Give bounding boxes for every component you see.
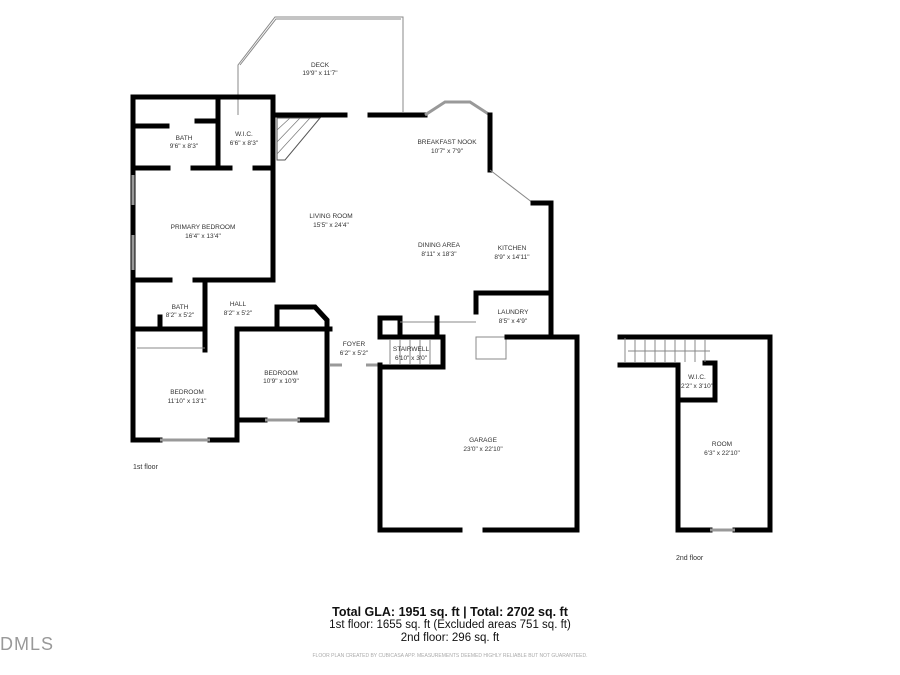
total-area: Total GLA: 1951 sq. ft | Total: 2702 sq.…	[332, 605, 568, 619]
room-name: PRIMARY BEDROOM	[171, 224, 236, 231]
room-dims: 15'5" x 24'4"	[313, 222, 349, 229]
room-name: FOYER	[343, 341, 366, 348]
room-name: DECK	[311, 62, 330, 69]
room-name: BEDROOM	[170, 389, 204, 396]
disclaimer: FLOOR PLAN CREATED BY CUBICASA APP. MEAS…	[312, 653, 588, 659]
room-dims: 16'4" x 13'4"	[185, 233, 221, 240]
room-dims: 10'9" x 10'9"	[263, 378, 299, 385]
room-name: STAIRWELL	[393, 346, 430, 353]
floor1-walls	[130, 94, 580, 533]
room-dims: 2'2" x 3'10"	[681, 383, 714, 390]
room-name: BEDROOM	[264, 370, 298, 377]
floor2-area: 2nd floor: 296 sq. ft	[400, 632, 500, 644]
room-dims: 8'9" x 14'11"	[494, 254, 530, 261]
room-name: LIVING ROOM	[309, 213, 352, 220]
room-name: DINING AREA	[418, 242, 461, 249]
room-name: W.I.C.	[235, 131, 253, 138]
floor1-label: 1st floor	[133, 464, 159, 471]
room-dims: 8'5" x 4'9"	[499, 318, 528, 325]
room-dims: 23'0" x 22'10"	[463, 446, 503, 453]
room-name: GARAGE	[469, 437, 497, 444]
room-name: KITCHEN	[498, 245, 527, 252]
deck-outline	[237, 16, 404, 115]
room-dims: 8'2" x 5'2"	[166, 312, 195, 319]
dmls-logo: DMLS	[0, 634, 55, 654]
room-dims: 10'7" x 7'9"	[431, 148, 464, 155]
room-name: ROOM	[712, 441, 732, 448]
room-dims: 6'6" x 8'3"	[230, 140, 259, 147]
room-dims: 8'11" x 18'3"	[421, 251, 457, 258]
room-dims: 8'2" x 5'2"	[224, 310, 253, 317]
room-name: BATH	[176, 135, 193, 142]
room-dims: 6'10" x 3'0"	[395, 355, 428, 362]
room-dims: 6'3" x 22'10"	[704, 450, 740, 457]
room-name: W.I.C.	[688, 374, 706, 381]
room-dims: 11'10" x 13'1"	[168, 398, 207, 405]
room-dims: 19'9" x 11'7"	[302, 70, 338, 77]
floor2-label: 2nd floor	[676, 555, 704, 562]
room-name: BATH	[172, 304, 189, 311]
room-name: BREAKFAST NOOK	[417, 139, 477, 146]
room-dims: 9'6" x 8'3"	[170, 143, 199, 150]
room-name: HALL	[230, 301, 247, 308]
room-dims: 6'2" x 5'2"	[340, 350, 369, 357]
floor2-walls	[617, 334, 773, 533]
room-labels: DECK 19'9" x 11'7" BATH 9'6" x 8'3" W.I.…	[133, 62, 741, 562]
room-name: LAUNDRY	[498, 309, 530, 316]
floor1-area: 1st floor: 1655 sq. ft (Excluded areas 7…	[329, 619, 571, 631]
